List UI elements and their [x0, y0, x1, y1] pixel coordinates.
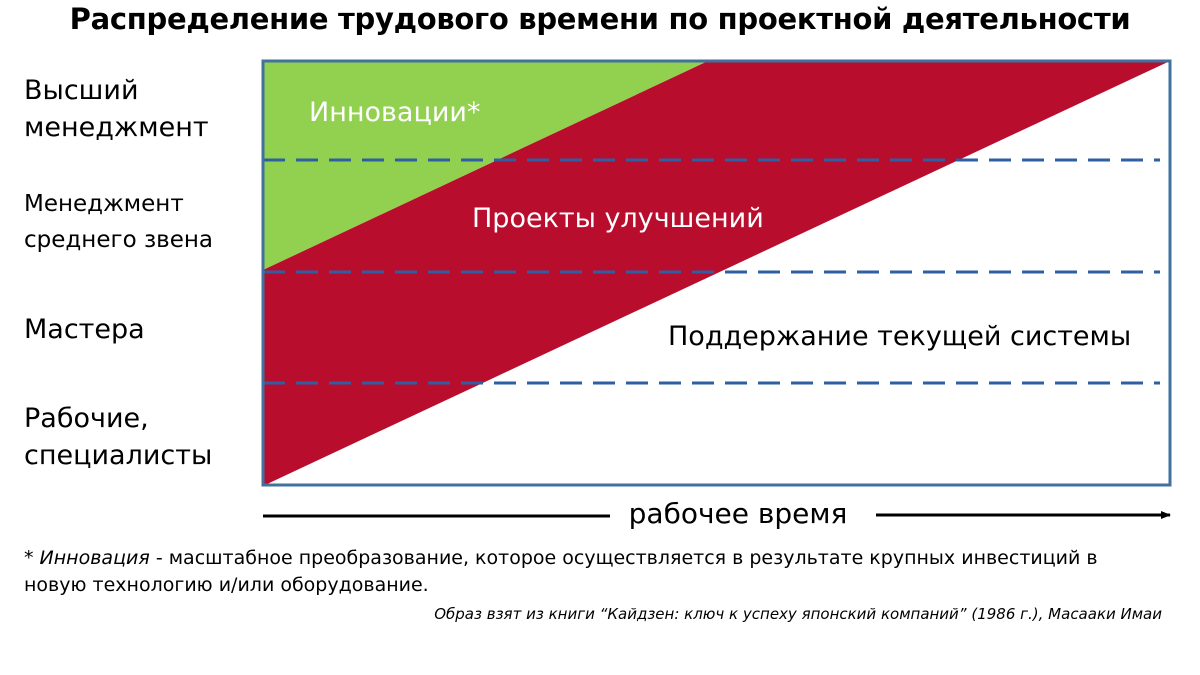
level-label-foremen: Мастера: [24, 311, 145, 348]
footnote: * Инновация - масштабное преобразование,…: [24, 545, 1144, 599]
level-label-line: менеджмент: [24, 112, 209, 143]
innovation-label: Инновации*: [309, 97, 480, 128]
level-label-top-management: Высший менеджмент: [24, 72, 209, 146]
level-label-line: Мастера: [24, 314, 145, 345]
maintenance-label: Поддержание текущей системы: [668, 321, 1131, 352]
level-label-middle-management: Менеджмент среднего звена: [24, 186, 213, 258]
level-label-line: специалисты: [24, 440, 213, 471]
level-label-line: Рабочие,: [24, 403, 149, 434]
footnote-text: - масштабное преобразование, которое осу…: [24, 547, 1098, 596]
improvement-region: [263, 61, 1170, 485]
level-label-workers: Рабочие, специалисты: [24, 400, 212, 474]
level-label-line: среднего звена: [24, 227, 214, 253]
improvement-label: Проекты улучшений: [472, 203, 764, 234]
diagram-frame: [261, 59, 1172, 487]
footnote-term: * Инновация: [24, 547, 150, 569]
page-title: Распределение трудового времени по проек…: [69, 2, 1131, 36]
level-label-line: Менеджмент: [24, 191, 184, 217]
level-label-line: Высший: [24, 75, 139, 106]
source-citation: Образ взят из книги “Кайдзен: ключ к усп…: [434, 605, 1162, 623]
axis-label-working-time: рабочее время: [628, 497, 848, 530]
